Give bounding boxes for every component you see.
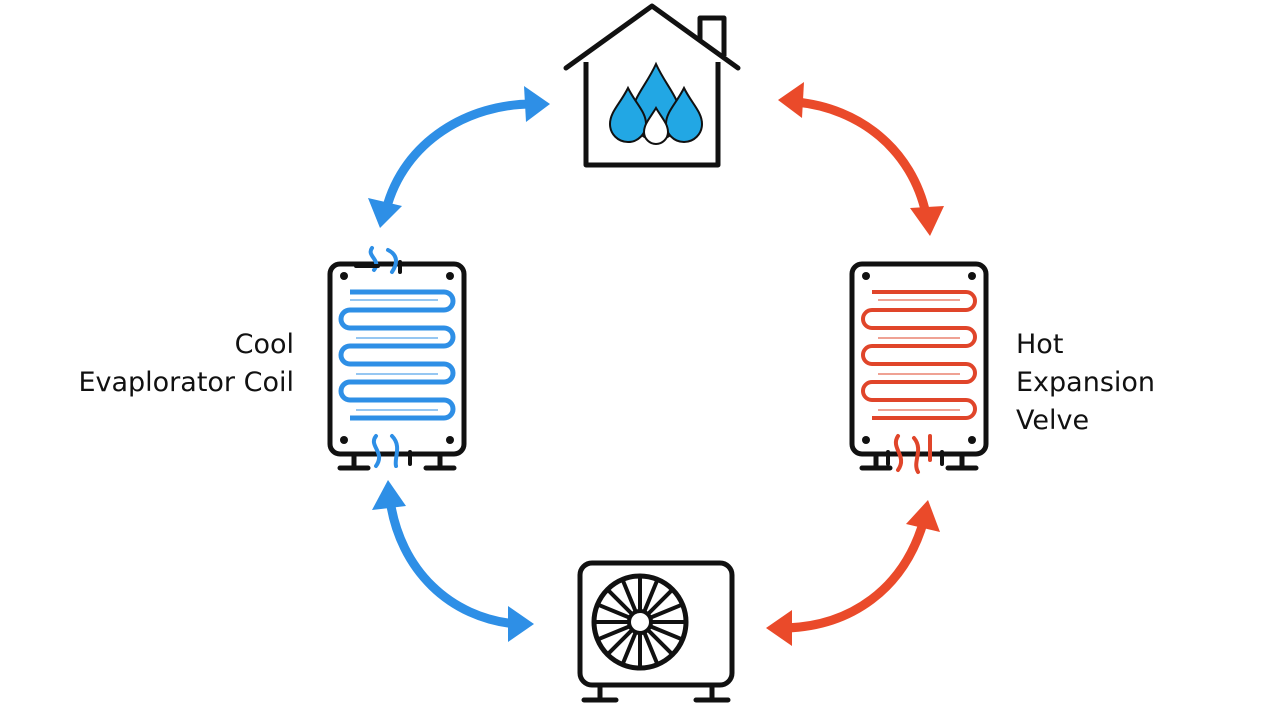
cool-arrow-bottom (372, 480, 534, 642)
fan-blade (646, 588, 674, 616)
cool-unit-label-line2: Evaplorator Coil (78, 367, 294, 398)
hot-arrow-top (778, 82, 944, 236)
hot-unit-label-line1: Hot (1016, 329, 1064, 360)
water-drops-icon (608, 61, 704, 146)
fan-blade (649, 624, 683, 641)
hot-unit-label-line2: Expansion (1016, 367, 1156, 398)
hot-unit-label-line3: Velve (1016, 405, 1090, 436)
cool-unit-label: Cool Evaplorator Coil (78, 326, 294, 402)
fan-blade (642, 631, 659, 665)
cool-coil-unit-icon (327, 246, 467, 471)
fan-blade (649, 603, 683, 620)
fan-blade (606, 588, 634, 616)
fan-blade (642, 579, 659, 613)
fan-blade (606, 628, 634, 656)
fan-blade (597, 624, 631, 641)
outdoor-fan-unit-icon (577, 560, 735, 703)
house-water-drops-icon (563, 3, 741, 168)
hot-coil-unit-icon (849, 261, 989, 474)
cool-arrow-top (368, 86, 550, 228)
fan-blade (621, 579, 638, 613)
hot-arrow-bottom (766, 500, 940, 646)
fan-blade (621, 631, 638, 665)
cool-unit-label-line1: Cool (234, 329, 294, 360)
fan-blade (646, 628, 674, 656)
hot-unit-label: Hot Expansion Velve (1016, 326, 1155, 440)
fan-blade (597, 603, 631, 620)
